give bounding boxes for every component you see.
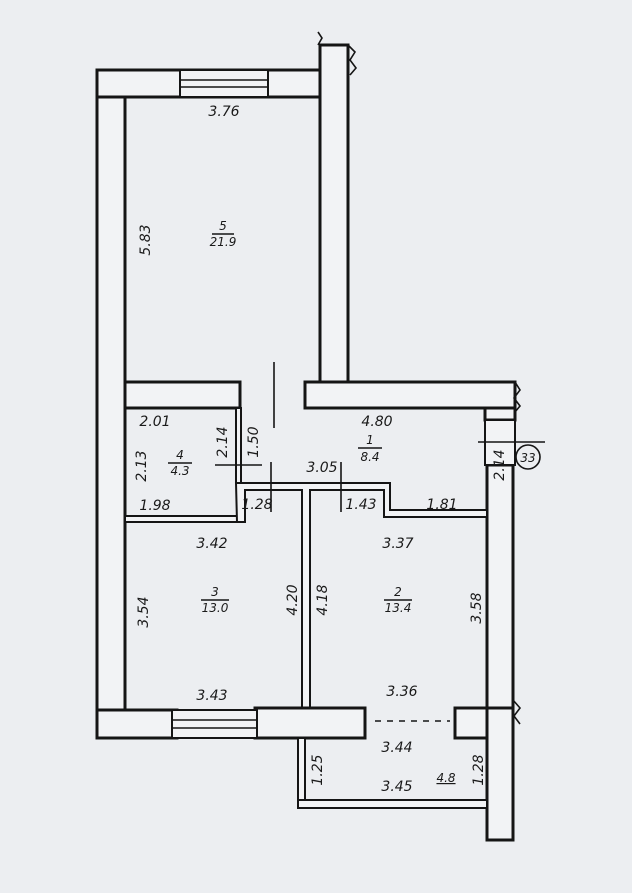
room5-bottom-wall-left: [123, 380, 242, 410]
room5-bottom-wall-right: [303, 380, 517, 410]
bottom-wall-left: [95, 708, 179, 740]
dimension-label: 2.13: [134, 450, 150, 481]
dimension-label: 2: [394, 585, 402, 599]
axis-marker: [515, 444, 541, 470]
dimension-label: 5: [219, 219, 227, 233]
dimension-label: 1.28: [241, 497, 272, 513]
dimension-label: 3.37: [382, 536, 413, 552]
dimension-label: 1.43: [345, 497, 376, 513]
dimension-label: 3.43: [196, 688, 227, 704]
dimension-label: 21.9: [210, 235, 237, 249]
dimension-label: 3.76: [208, 104, 239, 120]
dimension-label: 2.14: [492, 449, 508, 480]
dimension-label: 3.05: [306, 460, 337, 476]
room-1-label: 1 8.4: [358, 433, 382, 464]
dimension-label: 8.4: [360, 450, 379, 464]
dimension-label: 4: [176, 448, 184, 462]
dimension-label: 5.83: [138, 224, 154, 255]
dimension-label: 13.0: [202, 601, 229, 615]
left-outer-wall: [95, 68, 127, 740]
bottom-wall-right-block: [453, 706, 489, 740]
room-4-label: 4 4.3: [168, 448, 192, 478]
balcony-left-rail: [297, 737, 306, 809]
balcony-right-wall: [485, 706, 515, 842]
dimension-label: 4.3: [170, 464, 189, 478]
dimension-label: 3.36: [386, 684, 417, 700]
dimension-label: 2.01: [139, 414, 170, 430]
axis-marker-label: 33: [520, 451, 535, 465]
balcony-area-label: 4.8: [436, 771, 455, 785]
room4-room3-partition: [124, 515, 238, 523]
room-5-label: 5 21.9: [210, 219, 237, 249]
dimension-label: 3.54: [136, 596, 152, 627]
window-top: [179, 69, 269, 98]
bottom-wall-block: [253, 706, 367, 740]
dimension-label: 2.14: [215, 426, 231, 457]
dimension-label: 3.42: [196, 536, 227, 552]
dimension-labels: 3.76 2.01 4.80 3.05 1.98 1.28 1.43 1.81 …: [134, 104, 508, 795]
room-2-label: 2 13.4: [384, 585, 412, 615]
dimension-label: 4.20: [285, 584, 301, 615]
right-outer-wall: [485, 463, 515, 712]
wall-break-top: [317, 31, 358, 76]
dimension-label: 1.25: [310, 754, 326, 785]
windows: [171, 69, 545, 809]
corridor-partition: [234, 482, 488, 711]
dimension-label: 1.50: [246, 426, 262, 457]
dimension-label: 3.45: [381, 779, 412, 795]
window-room3: [171, 709, 258, 739]
room-3-label: 3 13.0: [201, 585, 229, 615]
right-wall-stub: [483, 406, 517, 422]
walls: [95, 31, 522, 842]
wall-break-right: [513, 381, 522, 413]
dimension-label: 4.80: [361, 414, 392, 430]
dimension-ticks: [215, 362, 342, 512]
room5-right-wall: [318, 43, 350, 384]
dimension-label: 1: [366, 433, 374, 447]
dimension-label: 3: [211, 585, 219, 599]
room4-partition: [235, 407, 242, 484]
dimension-label: 4.18: [315, 584, 331, 615]
dimension-label: 1.81: [426, 497, 457, 513]
dimension-label: 13.4: [385, 601, 412, 615]
balcony-bottom-rail: [297, 799, 488, 809]
dimension-label: 3.44: [381, 740, 412, 756]
dimension-label: 1.28: [471, 754, 487, 785]
dimension-label: 3.58: [469, 592, 485, 623]
dimension-label: 1.98: [139, 498, 170, 514]
wall-break-bottom: [512, 699, 522, 725]
